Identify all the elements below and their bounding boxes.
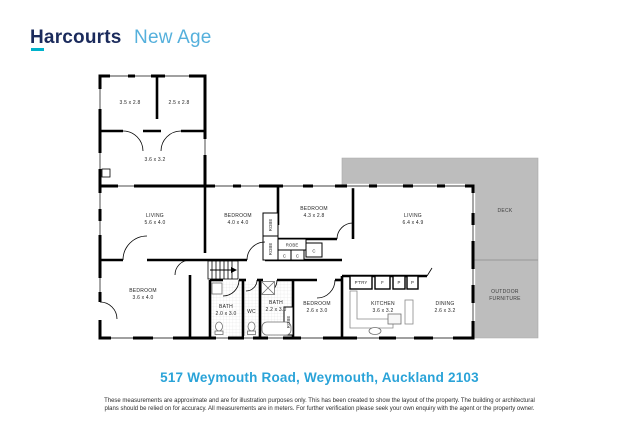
logo-teal-underline bbox=[31, 48, 44, 51]
harcourts-logo: Harcourts New Age bbox=[30, 27, 212, 51]
room-label-bath-2: BATH bbox=[269, 300, 283, 306]
closet-label-3: C bbox=[312, 249, 315, 254]
room-label-bedroom-4: BEDROOM bbox=[303, 301, 331, 307]
room-label-wc: WC bbox=[247, 309, 256, 315]
room-dims-bedroom-1: 4.0 x 4.0 bbox=[228, 220, 249, 226]
room-labels: 3.5 x 2.8 2.5 x 2.8 3.6 x 3.2 LIVING 5.6… bbox=[120, 100, 521, 329]
closet-label-2: C bbox=[296, 254, 299, 259]
closet-label-1: C bbox=[283, 254, 286, 259]
pantry-unit-label-1: P bbox=[398, 280, 401, 285]
property-address: 517 Weymouth Road, Weymouth, Auckland 21… bbox=[160, 370, 479, 385]
room-dims-living-2: 6.4 x 4.9 bbox=[403, 220, 424, 226]
robe-label-1: ROBE bbox=[268, 219, 273, 232]
room-label-kitchen: KITCHEN bbox=[371, 301, 395, 307]
room-label-living-2: LIVING bbox=[404, 213, 422, 219]
pantry-unit-label-2: P bbox=[411, 280, 414, 285]
storage-units bbox=[262, 212, 433, 336]
room-label-bedroom-3: BEDROOM bbox=[129, 288, 157, 294]
room-label-bath-1: BATH bbox=[219, 304, 233, 310]
disclaimer-line-1: These measurements are approximate and a… bbox=[104, 398, 535, 404]
room-dims-bath-2: 2.2 x 3.0 bbox=[266, 307, 287, 313]
room-dims-bath-1: 2.0 x 3.0 bbox=[216, 311, 237, 317]
outdoor-furniture-label-line1: OUTDOOR bbox=[491, 289, 519, 295]
room-label-dining: DINING bbox=[436, 301, 455, 307]
logo-brand-label: Harcourts bbox=[30, 27, 122, 48]
robe-label-2: ROBE bbox=[268, 243, 273, 256]
outdoor-furniture-label-line2: FURNITURE bbox=[489, 296, 521, 302]
fixtures bbox=[101, 168, 414, 336]
robe-label-3: ROBE bbox=[286, 243, 299, 248]
floor-plan-svg: 3.5 x 2.8 2.5 x 2.8 3.6 x 3.2 LIVING 5.6… bbox=[97, 74, 539, 341]
disclaimer-text: These measurements are approximate and a… bbox=[40, 397, 599, 413]
bathroom-tiles bbox=[211, 281, 292, 337]
floor-plan: 3.5 x 2.8 2.5 x 2.8 3.6 x 3.2 LIVING 5.6… bbox=[95, 73, 545, 343]
room-dims-living-1: 5.6 x 4.0 bbox=[145, 220, 166, 226]
room-dims-bedroom-2: 4.3 x 2.8 bbox=[304, 213, 325, 219]
deck-label: DECK bbox=[497, 208, 512, 214]
room-dims-kitchen: 3.6 x 3.2 bbox=[373, 308, 394, 314]
room-label-living-1: LIVING bbox=[146, 213, 164, 219]
room-dims-bedroom-3: 3.6 x 4.0 bbox=[133, 295, 154, 301]
room-dims-dining: 2.6 x 3.2 bbox=[435, 308, 456, 314]
room-dims-bedroom-4: 2.6 x 3.0 bbox=[307, 308, 328, 314]
room-label-bedroom-2: BEDROOM bbox=[300, 206, 328, 212]
windows bbox=[97, 74, 476, 341]
robe-label-4: ROBE bbox=[286, 316, 291, 329]
stairs bbox=[207, 260, 239, 280]
logo-suffix-label: New Age bbox=[134, 27, 212, 48]
disclaimer-line-2: plans should be relied on for accuracy. … bbox=[104, 406, 535, 412]
door-arcs bbox=[99, 130, 354, 320]
room-dims-top-right: 2.5 x 2.8 bbox=[169, 100, 190, 106]
pantry-label: P'TRY bbox=[355, 280, 368, 285]
room-label-bedroom-1: BEDROOM bbox=[224, 213, 252, 219]
room-dims-rumpus: 3.6 x 3.2 bbox=[145, 157, 166, 163]
fridge-label: F bbox=[381, 280, 384, 285]
room-dims-top-left: 3.5 x 2.8 bbox=[120, 100, 141, 106]
logo-brand-text: Harcourts bbox=[30, 27, 127, 51]
